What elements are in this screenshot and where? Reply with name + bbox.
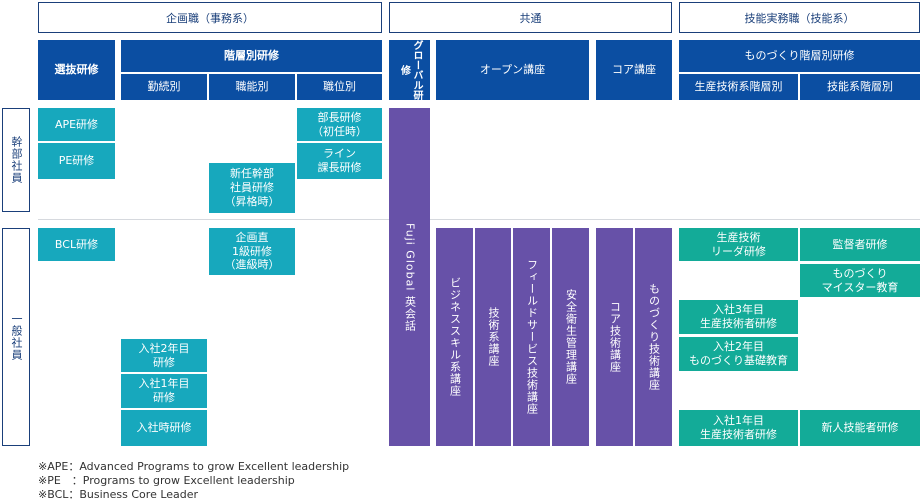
program-safety-label: 安全衛生管理講座 bbox=[564, 289, 578, 385]
col-skill-tier: 技能系階層別 bbox=[800, 74, 920, 100]
col-prod-tech-tier: 生産技術系階層別 bbox=[679, 74, 798, 100]
row-general: 一般社員 bbox=[2, 228, 30, 446]
col-function: 職能別 bbox=[209, 74, 295, 100]
col-tenure: 勤続別 bbox=[121, 74, 207, 100]
footnote-ape: ※APE：Advanced Programs to grow Excellent… bbox=[38, 460, 350, 473]
program-y2-mono: 入社2年目 ものづくり基礎教育 bbox=[679, 337, 798, 371]
program-new-skill-label: 新人技能者研修 bbox=[821, 421, 899, 435]
col-tiered-label: 階層別研修 bbox=[224, 49, 279, 63]
program-bcl-label: BCL研修 bbox=[54, 237, 99, 251]
program-field-service-label: フィールドサービス技術講座 bbox=[525, 259, 539, 415]
program-tech-course-label: 技術系講座 bbox=[487, 307, 500, 367]
program-fuji-global-label: Fuji Global 英会話 bbox=[403, 222, 417, 332]
program-fuji-global: Fuji Global 英会話 bbox=[389, 108, 430, 446]
program-monozukuri-tech: ものづくり技術講座 bbox=[635, 228, 672, 446]
program-y3-prod: 入社3年目 生産技術者研修 bbox=[679, 300, 798, 334]
program-line-manager-label: ライン 課長研修 bbox=[317, 147, 362, 174]
col-open-label: オープン講座 bbox=[479, 63, 546, 77]
header-common-label: 共通 bbox=[519, 11, 542, 25]
program-onboarding-label: 入社時研修 bbox=[136, 421, 192, 435]
col-selection: 選抜研修 bbox=[38, 40, 115, 100]
program-core-tech-label: コア技術講座 bbox=[608, 301, 622, 373]
program-business-skill-label: ビジネススキル系講座 bbox=[448, 277, 462, 397]
program-pe: PE研修 bbox=[38, 143, 115, 179]
col-skill-tier-label: 技能系階層別 bbox=[827, 80, 893, 94]
header-common: 共通 bbox=[389, 2, 672, 33]
program-supervisor: 監督者研修 bbox=[800, 228, 920, 261]
program-business-skill: ビジネススキル系講座 bbox=[436, 228, 473, 446]
program-y2-mono-label: 入社2年目 ものづくり基礎教育 bbox=[689, 340, 788, 367]
col-monozukuri-label: ものづくり階層別研修 bbox=[744, 49, 855, 63]
program-year1-label: 入社1年目 研修 bbox=[138, 377, 190, 404]
program-dept-head: 部長研修 （初任時） bbox=[297, 108, 382, 141]
program-new-exec-label: 新任幹部 社員研修 （昇格時） bbox=[224, 167, 280, 208]
program-pe-label: PE研修 bbox=[58, 154, 95, 168]
program-year1: 入社1年目 研修 bbox=[121, 374, 207, 408]
program-new-skill: 新人技能者研修 bbox=[800, 410, 920, 446]
col-global-label: グローバル研修 bbox=[398, 40, 423, 100]
header-planning-label: 企画職（事務系） bbox=[166, 11, 254, 25]
footnote-bcl: ※BCL：Business Core Leader bbox=[38, 488, 199, 501]
header-technical-label: 技能実務職（技能系） bbox=[744, 11, 855, 25]
row-separator bbox=[38, 219, 920, 220]
program-master-label: ものづくり マイスター教育 bbox=[821, 266, 899, 294]
header-technical: 技能実務職（技能系） bbox=[679, 2, 920, 33]
col-core: コア講座 bbox=[596, 40, 672, 100]
col-open: オープン講座 bbox=[436, 40, 589, 100]
footnote-pe: ※PE ：Programs to grow Excellent leadersh… bbox=[38, 474, 295, 487]
program-supervisor-label: 監督者研修 bbox=[832, 237, 888, 251]
program-master: ものづくり マイスター教育 bbox=[800, 264, 920, 297]
col-position: 職位別 bbox=[297, 74, 382, 100]
col-prod-tech-tier-label: 生産技術系階層別 bbox=[694, 80, 783, 94]
col-monozukuri: ものづくり階層別研修 bbox=[679, 40, 920, 72]
program-safety: 安全衛生管理講座 bbox=[552, 228, 589, 446]
program-year2: 入社2年目 研修 bbox=[121, 339, 207, 372]
program-prod-leader-label: 生産技術 リーダ研修 bbox=[711, 230, 766, 258]
col-global: グローバル研修 bbox=[389, 40, 430, 100]
col-position-label: 職位別 bbox=[323, 80, 356, 94]
program-dept-head-label: 部長研修 （初任時） bbox=[312, 110, 367, 138]
col-core-label: コア講座 bbox=[612, 63, 656, 77]
program-onboarding: 入社時研修 bbox=[121, 410, 207, 446]
program-planning-direct: 企画直 1級研修 （進級時） bbox=[209, 228, 295, 275]
program-monozukuri-tech-label: ものづくり技術講座 bbox=[647, 283, 661, 391]
row-executive: 幹部社員 bbox=[2, 108, 30, 212]
header-planning: 企画職（事務系） bbox=[38, 2, 382, 33]
col-selection-label: 選抜研修 bbox=[54, 63, 99, 77]
row-general-label: 一般社員 bbox=[10, 313, 23, 361]
program-line-manager: ライン 課長研修 bbox=[297, 143, 382, 179]
program-year2-label: 入社2年目 研修 bbox=[138, 341, 190, 369]
row-executive-label: 幹部社員 bbox=[10, 136, 23, 184]
program-new-exec: 新任幹部 社員研修 （昇格時） bbox=[209, 163, 295, 213]
program-y1-prod: 入社1年目 生産技術者研修 bbox=[679, 410, 798, 446]
col-tenure-label: 勤続別 bbox=[147, 80, 181, 94]
program-core-tech: コア技術講座 bbox=[596, 228, 633, 446]
program-ape-label: APE研修 bbox=[54, 117, 99, 131]
program-tech-course: 技術系講座 bbox=[475, 228, 511, 446]
program-planning-direct-label: 企画直 1級研修 （進級時） bbox=[224, 230, 280, 272]
program-prod-leader: 生産技術 リーダ研修 bbox=[679, 228, 798, 261]
program-ape: APE研修 bbox=[38, 108, 115, 141]
col-function-label: 職能別 bbox=[235, 80, 269, 94]
footnotes: ※APE：Advanced Programs to grow Excellent… bbox=[38, 460, 638, 502]
program-field-service: フィールドサービス技術講座 bbox=[513, 228, 550, 446]
program-bcl: BCL研修 bbox=[38, 228, 115, 261]
col-tiered: 階層別研修 bbox=[121, 40, 382, 72]
program-y1-prod-label: 入社1年目 生産技術者研修 bbox=[700, 414, 777, 441]
program-y3-prod-label: 入社3年目 生産技術者研修 bbox=[700, 303, 777, 330]
